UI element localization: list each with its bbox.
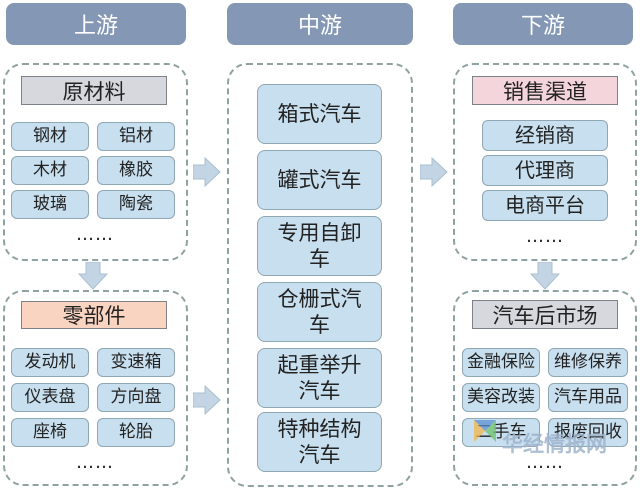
raw-material-item: 玻璃 [11, 190, 89, 219]
raw-materials-panel [3, 63, 188, 261]
raw-material-item: 橡胶 [97, 156, 175, 185]
down-arrow-icon [78, 262, 108, 290]
aftermarket-item: 金融保险 [462, 348, 540, 377]
midstream-item: 罐式汽车 [257, 150, 382, 210]
midstream-item: 箱式汽车 [257, 84, 382, 144]
aftermarket-item: 维修保养 [548, 348, 628, 377]
down-arrow-icon [530, 262, 560, 290]
sales-item: 电商平台 [482, 190, 608, 221]
sales-title: 销售渠道 [472, 76, 618, 105]
sales-ellipsis: …… [526, 226, 564, 247]
parts-title: 零部件 [21, 301, 167, 329]
watermark: 华经情报网 [502, 432, 607, 456]
right-arrow-icon [420, 157, 448, 187]
aftermarket-title: 汽车后市场 [472, 300, 618, 329]
raw-material-item: 钢材 [11, 122, 89, 151]
aftermarket-panel [453, 290, 637, 486]
parts-panel [3, 290, 188, 486]
raw-material-item: 木材 [11, 156, 89, 185]
midstream-item: 起重举升汽车 [257, 348, 382, 408]
raw-material-item: 陶瓷 [97, 190, 175, 219]
sales-panel [453, 63, 637, 261]
watermark-logo-icon [474, 420, 496, 442]
downstream-header: 下游 [453, 3, 633, 45]
midstream-item: 专用自卸车 [257, 216, 382, 276]
aftermarket-item: 二手车 [462, 418, 540, 447]
right-arrow-icon [193, 157, 221, 187]
part-item: 座椅 [11, 418, 89, 447]
sales-item: 经销商 [482, 120, 608, 151]
raw-materials-ellipsis: …… [76, 224, 114, 245]
aftermarket-item: 美容改装 [462, 383, 540, 412]
part-item: 方向盘 [97, 383, 175, 412]
aftermarket-item: 汽车用品 [548, 383, 628, 412]
part-item: 变速箱 [97, 348, 175, 377]
part-item: 仪表盘 [11, 383, 89, 412]
raw-materials-title: 原材料 [21, 76, 167, 105]
midstream-panel [227, 63, 413, 487]
aftermarket-item: 报废回收 [548, 418, 628, 447]
sales-item: 代理商 [482, 155, 608, 186]
parts-ellipsis: …… [76, 452, 114, 473]
part-item: 轮胎 [97, 418, 175, 447]
midstream-header: 中游 [227, 3, 413, 45]
aftermarket-ellipsis: …… [526, 452, 564, 473]
raw-material-item: 铝材 [97, 122, 175, 151]
midstream-item: 仓栅式汽车 [257, 282, 382, 342]
upstream-header: 上游 [6, 3, 186, 45]
right-arrow-icon [193, 385, 221, 415]
part-item: 发动机 [11, 348, 89, 377]
midstream-item: 特种结构汽车 [257, 412, 382, 472]
